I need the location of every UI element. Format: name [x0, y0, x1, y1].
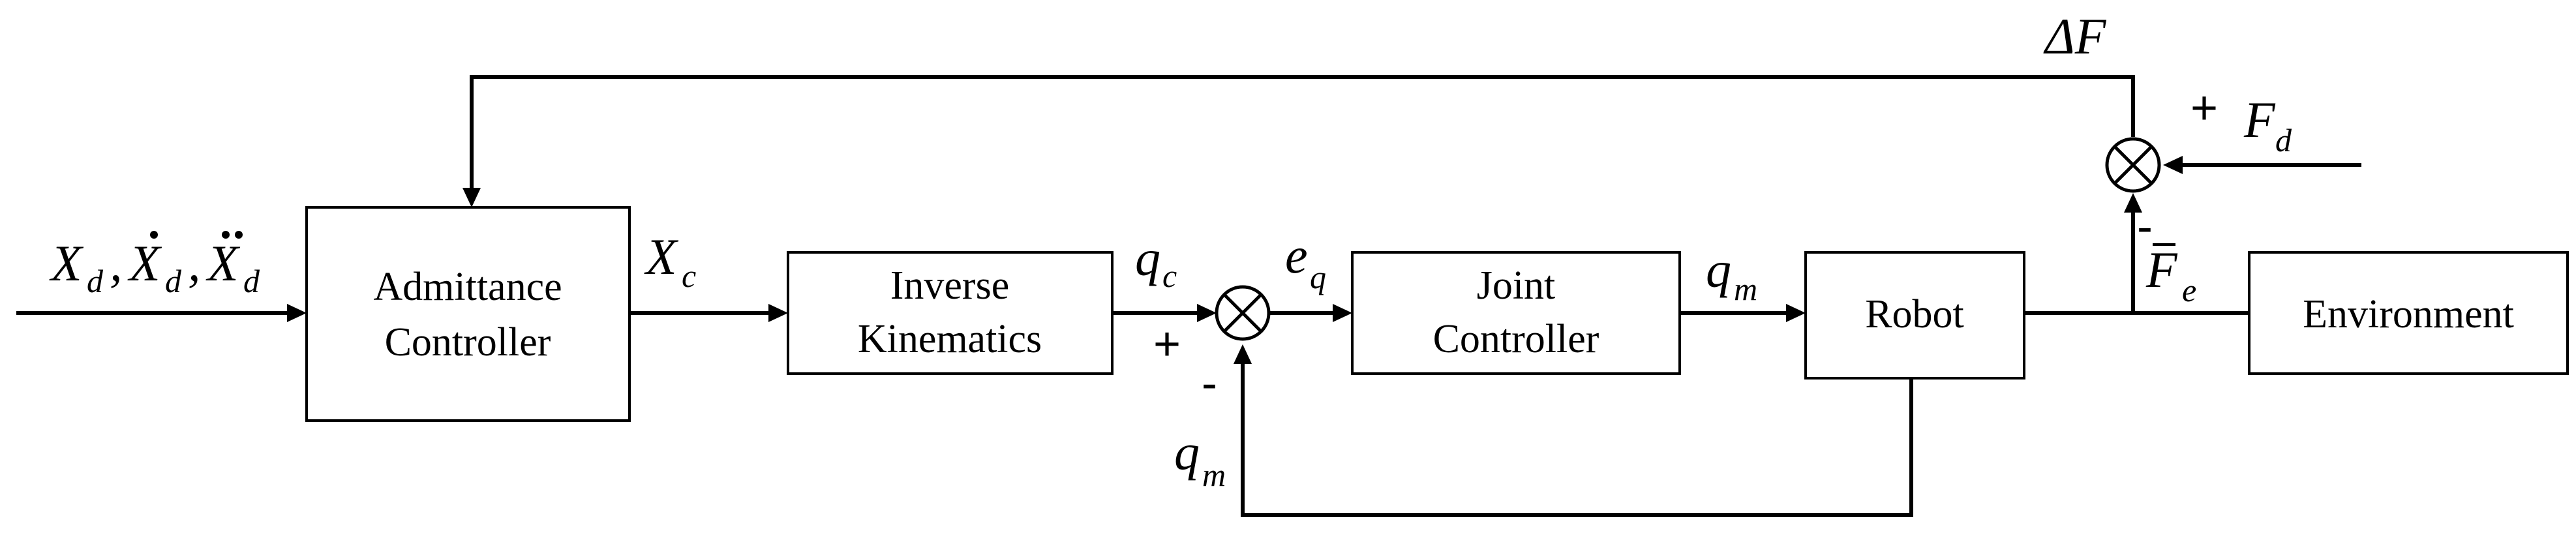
input-x-symbol: X: [49, 235, 84, 291]
fe-signal-label: F e: [2145, 241, 2196, 308]
fd-symbol: F: [2243, 91, 2276, 148]
qm-arrowhead: [1786, 304, 1806, 322]
force-summing-cross-b: [2114, 145, 2153, 185]
eq-arrowhead: [1333, 304, 1352, 322]
delta-f-signal-label: ΔF: [2043, 8, 2107, 65]
input-xdot-subscript: d: [165, 263, 182, 299]
environment-block: Environment: [2248, 251, 2569, 375]
qm-symbol: q: [1706, 241, 1731, 298]
fd-signal-label: F d: [2243, 91, 2292, 158]
fe-subscript: e: [2182, 272, 2196, 308]
inverse-kinematics-box: [787, 251, 1114, 375]
environment-box: [2248, 251, 2569, 375]
joint-summing-cross-b: [1223, 293, 1262, 333]
robot-block: Robot: [1804, 251, 2025, 380]
qm-feedback-line: [1241, 362, 1913, 517]
input-separator-2: ,: [188, 235, 201, 291]
input-arrowhead: [287, 304, 307, 322]
admittance-controller-block: Admittance Controller: [305, 206, 631, 422]
qm-feedback-symbol: q: [1174, 424, 1200, 481]
qm-signal-label: q m: [1706, 241, 1757, 307]
inverse-kinematics-block: Inverse Kinematics: [787, 251, 1114, 375]
input-xddot-symbol: X: [205, 235, 241, 291]
input-x-subscript: d: [87, 263, 104, 299]
fe-arrowhead: [2124, 193, 2142, 213]
eq-symbol: e: [1285, 227, 1308, 284]
input-xdot-symbol: X: [127, 235, 162, 291]
delta-f-arrowhead: [462, 188, 481, 207]
inverse-kinematics-label-line1: Inverse: [890, 263, 1009, 308]
delta-f-symbol: ΔF: [2043, 8, 2107, 65]
force-plus-sign: +: [2190, 82, 2218, 134]
environment-label: Environment: [2303, 292, 2514, 336]
robot-box: [1804, 251, 2025, 380]
delta-f-feedback-line: [470, 75, 2135, 194]
input-xddot-dot-1: [222, 231, 230, 239]
qm-feedback-signal-label: q m: [1174, 424, 1226, 493]
qm-feedback-subscript: m: [1202, 456, 1226, 493]
admittance-controller-label-line1: Admittance: [373, 265, 562, 309]
joint-controller-label-line2: Controller: [1433, 317, 1599, 361]
qc-signal-label: q c: [1135, 230, 1177, 294]
xc-symbol: X: [644, 228, 679, 285]
admittance-controller-label-line2: Controller: [385, 320, 551, 365]
force-minus-sign: -: [2137, 201, 2153, 253]
joint-minus-sign: -: [1202, 357, 1217, 409]
joint-summing-junction: [1215, 285, 1271, 341]
eq-subscript: q: [1310, 259, 1326, 295]
input-signal-label: X d , X d , X d: [49, 231, 260, 299]
fe-symbol: F: [2145, 241, 2178, 298]
joint-controller-block: Joint Controller: [1351, 251, 1681, 375]
joint-controller-label-line1: Joint: [1477, 263, 1556, 308]
qc-arrowhead: [1197, 304, 1217, 322]
inverse-kinematics-label-line2: Kinematics: [858, 317, 1042, 361]
qm-feedback-arrowhead: [1234, 344, 1252, 364]
joint-controller-box: [1351, 251, 1681, 375]
qc-subscript: c: [1162, 258, 1177, 294]
xc-subscript: c: [682, 258, 696, 294]
admittance-controller-box: [305, 206, 631, 422]
input-xddot-dot-2: [235, 231, 243, 239]
fd-subscript: d: [2275, 122, 2292, 158]
force-summing-junction: [2105, 137, 2161, 193]
xc-arrowhead: [768, 304, 788, 322]
input-xddot-subscript: d: [243, 263, 260, 299]
eq-signal-label: e q: [1285, 227, 1326, 295]
qm-subscript: m: [1734, 271, 1757, 307]
xc-signal-label: X c: [644, 228, 696, 294]
fd-arrowhead: [2163, 156, 2183, 174]
input-xdot-dot: [150, 231, 158, 239]
joint-plus-sign: +: [1153, 318, 1181, 370]
robot-label: Robot: [1865, 292, 1964, 336]
input-separator-1: ,: [110, 235, 123, 291]
qc-symbol: q: [1135, 230, 1160, 286]
